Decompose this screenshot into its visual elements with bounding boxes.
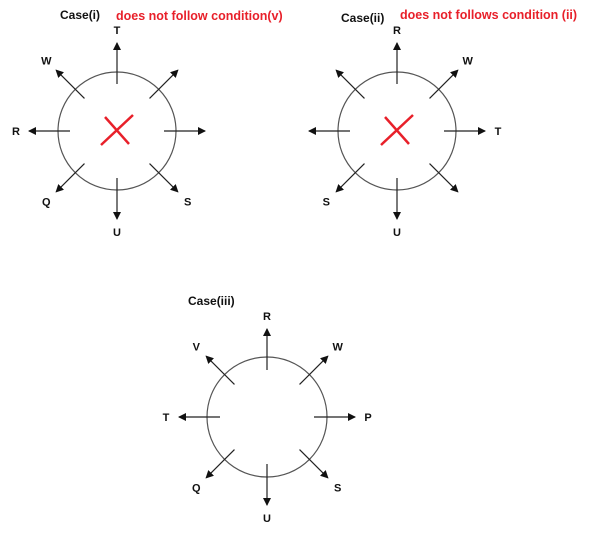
- person-label-u: U: [263, 513, 271, 525]
- case-3-title: Case(iii): [188, 294, 235, 308]
- person-label-u: U: [393, 227, 401, 239]
- person-label-q: Q: [192, 483, 201, 495]
- red-cross-icon: [380, 114, 414, 146]
- person-label-w: W: [333, 341, 344, 353]
- person-label-w: W: [41, 55, 52, 67]
- case-2: Case(ii) does not follows condition (ii): [341, 8, 577, 25]
- case-3: Case(iii): [188, 294, 235, 308]
- person-label-u: U: [113, 227, 121, 239]
- case-2-note: does not follows condition (ii): [400, 8, 577, 22]
- person-label-t: T: [495, 126, 502, 138]
- case-1-figure: T S U Q R W: [12, 25, 206, 239]
- facing-arrow-se: [299, 449, 329, 479]
- case-1-title: Case(i): [60, 8, 100, 22]
- person-label-s: S: [334, 483, 341, 495]
- case-2-figure: R W T U S: [308, 25, 502, 239]
- case-1-note: does not follow condition(v): [116, 9, 283, 23]
- facing-arrow-se: [149, 163, 179, 193]
- person-label-p: P: [364, 412, 371, 424]
- person-label-s: S: [323, 197, 330, 209]
- facing-arrow-sw: [335, 163, 365, 193]
- facing-arrow-sw: [205, 449, 235, 479]
- facing-arrow-nw: [55, 69, 85, 99]
- facing-arrow-se: [429, 163, 459, 193]
- facing-arrow-ne: [299, 355, 329, 385]
- case-1: Case(i) does not follow condition(v): [60, 8, 283, 23]
- red-cross-icon: [100, 114, 134, 146]
- person-label-s: S: [184, 197, 191, 209]
- person-label-r: R: [263, 311, 271, 323]
- person-label-r: R: [12, 126, 20, 138]
- person-label-v: V: [193, 341, 201, 353]
- person-label-t: T: [114, 25, 121, 37]
- person-label-q: Q: [42, 197, 51, 209]
- facing-arrow-sw: [55, 163, 85, 193]
- person-label-t: T: [163, 412, 170, 424]
- case-2-title: Case(ii): [341, 11, 384, 25]
- facing-arrow-ne: [429, 69, 459, 99]
- person-label-w: W: [463, 55, 474, 67]
- facing-arrow-ne: [149, 69, 179, 99]
- case-3-figure: R W P S U Q T V: [163, 311, 372, 525]
- person-label-r: R: [393, 25, 401, 37]
- facing-arrow-nw: [335, 69, 365, 99]
- facing-arrow-nw: [205, 355, 235, 385]
